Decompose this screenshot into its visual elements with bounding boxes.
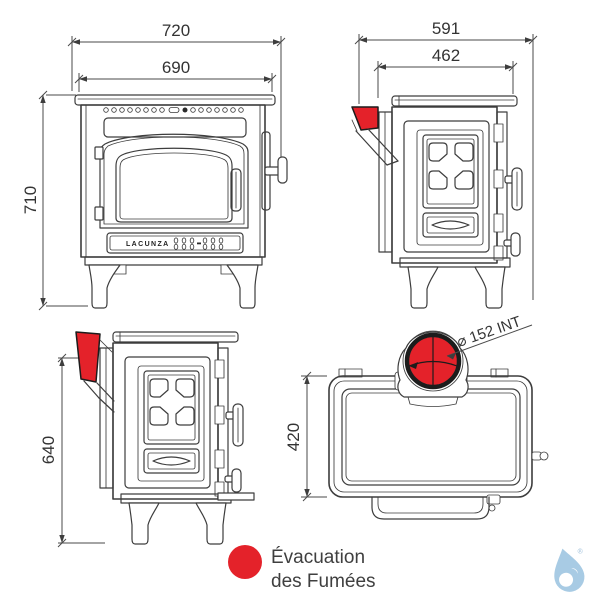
dimension-710: 710 xyxy=(21,90,88,311)
dim-label-720: 720 xyxy=(162,21,190,40)
dimension-420: 420 xyxy=(284,371,327,502)
ash-vent-slots xyxy=(173,237,224,250)
top-view: 420 ⌀ 152 xyxy=(284,313,549,520)
smoke-exit-legend-dot xyxy=(228,545,262,579)
side-view-top-right: 591 462 xyxy=(351,19,538,309)
legend: Évacuation des Fumées xyxy=(228,545,376,592)
water-drop-logo-icon: ® xyxy=(554,547,585,592)
stove-top-drawing: ⌀ 152 INT xyxy=(328,313,549,520)
dim-label-591: 591 xyxy=(432,19,460,38)
smoke-outlet-marker xyxy=(351,106,379,131)
dimension-690: 690 xyxy=(74,58,277,92)
dimension-640: 640 xyxy=(39,353,105,548)
dim-label-640: 640 xyxy=(39,436,58,464)
smoke-outlet-marker xyxy=(75,331,101,383)
stove-side-drawing-rear-outlet xyxy=(351,95,523,309)
dimension-462: 462 xyxy=(373,46,518,98)
dim-label-690: 690 xyxy=(162,58,190,77)
registered-trademark: ® xyxy=(577,547,585,556)
legend-label-line1: Évacuation xyxy=(271,547,365,568)
dim-label-710: 710 xyxy=(21,186,40,214)
door-handle-knob xyxy=(277,156,288,184)
brand-logo-text: LACUNZA xyxy=(126,241,170,248)
dim-label-420: 420 xyxy=(284,423,303,451)
stove-side-drawing-low-outlet xyxy=(75,331,255,545)
dimension-591: 591 xyxy=(354,19,538,300)
legend-label-line2: des Fumées xyxy=(271,571,376,592)
flue-diameter-label: ⌀ 152 INT xyxy=(455,313,523,351)
stove-front-drawing: LACUNZA xyxy=(74,94,288,309)
side-view-bottom-left: 640 xyxy=(39,331,255,548)
front-view: 720 690 710 xyxy=(21,21,288,311)
vent-holes xyxy=(103,107,244,113)
dimension-720: 720 xyxy=(67,21,286,158)
dim-label-462: 462 xyxy=(432,46,460,65)
